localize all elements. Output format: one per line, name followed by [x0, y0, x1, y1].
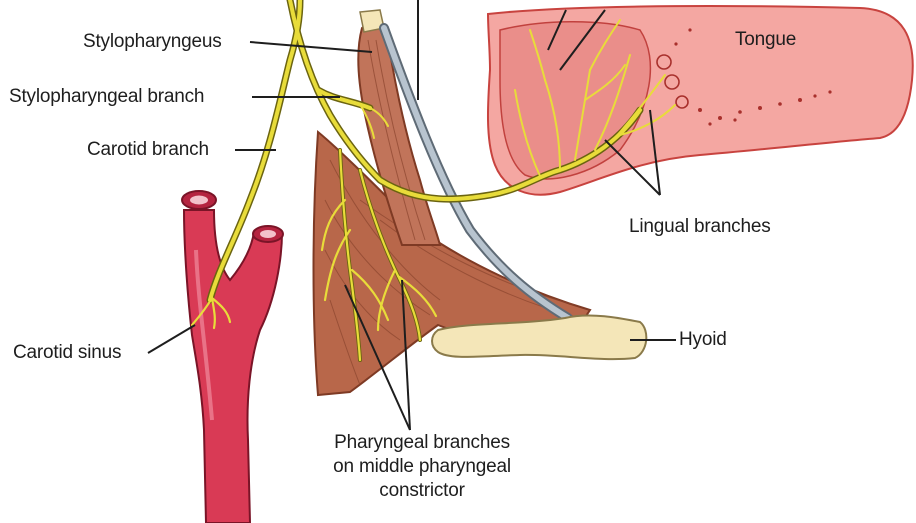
label-pharyngeal-branches: Pharyngeal branches on middle pharyngeal…	[302, 431, 542, 503]
leader-stylopharyngeus	[250, 42, 372, 52]
label-stylopharyngeus: Stylopharyngeus	[83, 31, 222, 53]
label-pharyngeal-line-2: on middle pharyngeal	[302, 455, 542, 479]
label-pharyngeal-line-1: Pharyngeal branches	[302, 431, 542, 455]
label-stylopharyngeal-branch: Stylopharyngeal branch	[9, 86, 204, 108]
label-hyoid: Hyoid	[679, 329, 727, 351]
leader-carotid-sinus	[148, 325, 195, 353]
common-carotid-artery	[184, 210, 282, 523]
label-carotid-sinus: Carotid sinus	[13, 342, 121, 364]
label-pharyngeal-line-3: constrictor	[302, 479, 542, 503]
label-tongue: Tongue	[735, 29, 796, 51]
label-lingual-branches: Lingual branches	[629, 216, 771, 238]
label-carotid-branch: Carotid branch	[87, 139, 209, 161]
